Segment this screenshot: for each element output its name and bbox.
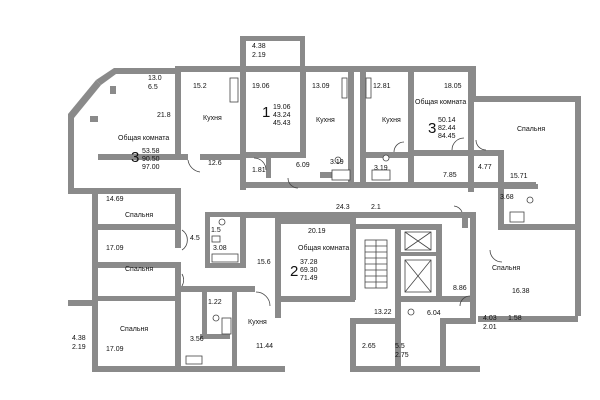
kitchen-label-4: Кухня — [382, 117, 401, 124]
kitchen-area-1: 15.2 — [193, 83, 207, 90]
bath-area-4: 3.19 — [374, 165, 388, 172]
balcony-area-4c: 1.58 — [508, 315, 522, 322]
bedroom-label-1b: Спальня — [125, 266, 153, 273]
apt5-total-area: 69.30 — [300, 267, 318, 274]
living-area-4: 18.05 — [444, 83, 462, 90]
kitchen-area-5: 11.44 — [256, 343, 273, 350]
living-area-1: 21.8 — [157, 112, 171, 119]
apt5-living-area: 37.28 — [300, 259, 318, 266]
bath-area-4c: 3.68 — [500, 194, 514, 201]
apt1-living-area: 53.58 — [142, 148, 160, 155]
apt1-total-area: 90.50 — [142, 156, 160, 163]
bath-area-5b: 3.56 — [190, 336, 204, 343]
bedroom-label-4b: Спальня — [492, 265, 520, 272]
bath-area-5a: 1.22 — [208, 299, 222, 306]
corridor-area-b: 2.1 — [371, 204, 381, 211]
bay-balcony-area-b: 6.5 — [148, 84, 158, 91]
top-balcony-area-b: 2.19 — [252, 52, 266, 59]
apt5-total-with-balcony: 71.49 — [300, 275, 318, 282]
bedroom-label-4a: Спальня — [517, 126, 545, 133]
apt4-living-area: 50.14 — [438, 117, 456, 124]
kitchen-label-1: Кухня — [203, 115, 222, 122]
corridor-area: 24.3 — [336, 204, 350, 211]
stair-treads — [364, 239, 388, 289]
bath-area-2: 1.81 — [252, 167, 266, 174]
apartment-number-2: 1 — [262, 104, 270, 121]
bedroom-label-1c: Спальня — [120, 326, 148, 333]
corridor-area-1: 4.5 — [190, 235, 200, 242]
fixtures — [181, 77, 534, 365]
apartment-number-1: 3 — [131, 149, 139, 166]
kitchen-area-4: 12.81 — [373, 83, 391, 90]
apt2-living-area: 19.06 — [273, 104, 291, 111]
living-room-label-1: Общая комната — [118, 134, 169, 142]
bath-area-3: 3.19 — [330, 159, 344, 166]
apt2-total-with-balcony: 45.43 — [273, 120, 291, 127]
bath-area-1b: 3.08 — [213, 245, 227, 252]
hall-area-2: 6.09 — [296, 162, 310, 169]
bath-area-4b: 4.77 — [478, 164, 492, 171]
hall-area-1: 12.6 — [208, 160, 222, 167]
living-area-5: 20.19 — [308, 228, 326, 235]
balcony-area-4b: 2.01 — [483, 324, 497, 331]
bath-area-1a: 1.5 — [211, 227, 221, 234]
bay-balcony-area: 13.0 — [148, 75, 162, 82]
hall-area-5: 15.6 — [257, 259, 271, 266]
shaft-area: 6.04 — [427, 310, 441, 317]
apt2-total-area: 43.24 — [273, 112, 291, 119]
left-balcony-area-b: 2.19 — [72, 344, 86, 351]
balcony-area-4a: 4.03 — [483, 315, 497, 322]
left-balcony-area: 4.38 — [72, 335, 86, 342]
bedroom-area-1c: 17.09 — [106, 346, 124, 353]
kitchen-label-3: Кухня — [316, 117, 335, 124]
hall-area-4: 7.85 — [443, 172, 457, 179]
living-room-label-4: Общая комната — [415, 98, 466, 106]
kitchen-area-3: 13.09 — [312, 83, 330, 90]
bedroom-area-4a: 15.71 — [510, 173, 528, 180]
bedroom-area-4b: 16.38 — [512, 288, 530, 295]
apt1-total-with-balcony: 97.00 — [142, 164, 160, 171]
room-area-2: 19.06 — [252, 83, 270, 90]
kitchen-label-5: Кухня — [248, 319, 267, 326]
top-balcony-area: 4.38 — [252, 43, 266, 50]
vestibule-area: 5.5 — [395, 343, 405, 350]
apt4-total-area: 82.44 — [438, 125, 456, 132]
apartment-number-4: 3 — [428, 120, 436, 137]
apartment-number-5: 2 — [290, 263, 298, 280]
living-room-label-5: Общая комната — [298, 244, 349, 252]
bedroom-area-1b: 17.09 — [106, 245, 124, 252]
vestibule-area-b: 2.75 — [395, 352, 409, 359]
lobby-area: 2.65 — [362, 343, 376, 350]
lift-hall-area: 8.86 — [453, 285, 467, 292]
bedroom-area-1a: 14.69 — [106, 196, 124, 203]
apt4-total-with-balcony: 84.45 — [438, 133, 456, 140]
stair-area: 13.22 — [374, 309, 392, 316]
walls — [68, 36, 581, 372]
bedroom-label-1a: Спальня — [125, 212, 153, 219]
